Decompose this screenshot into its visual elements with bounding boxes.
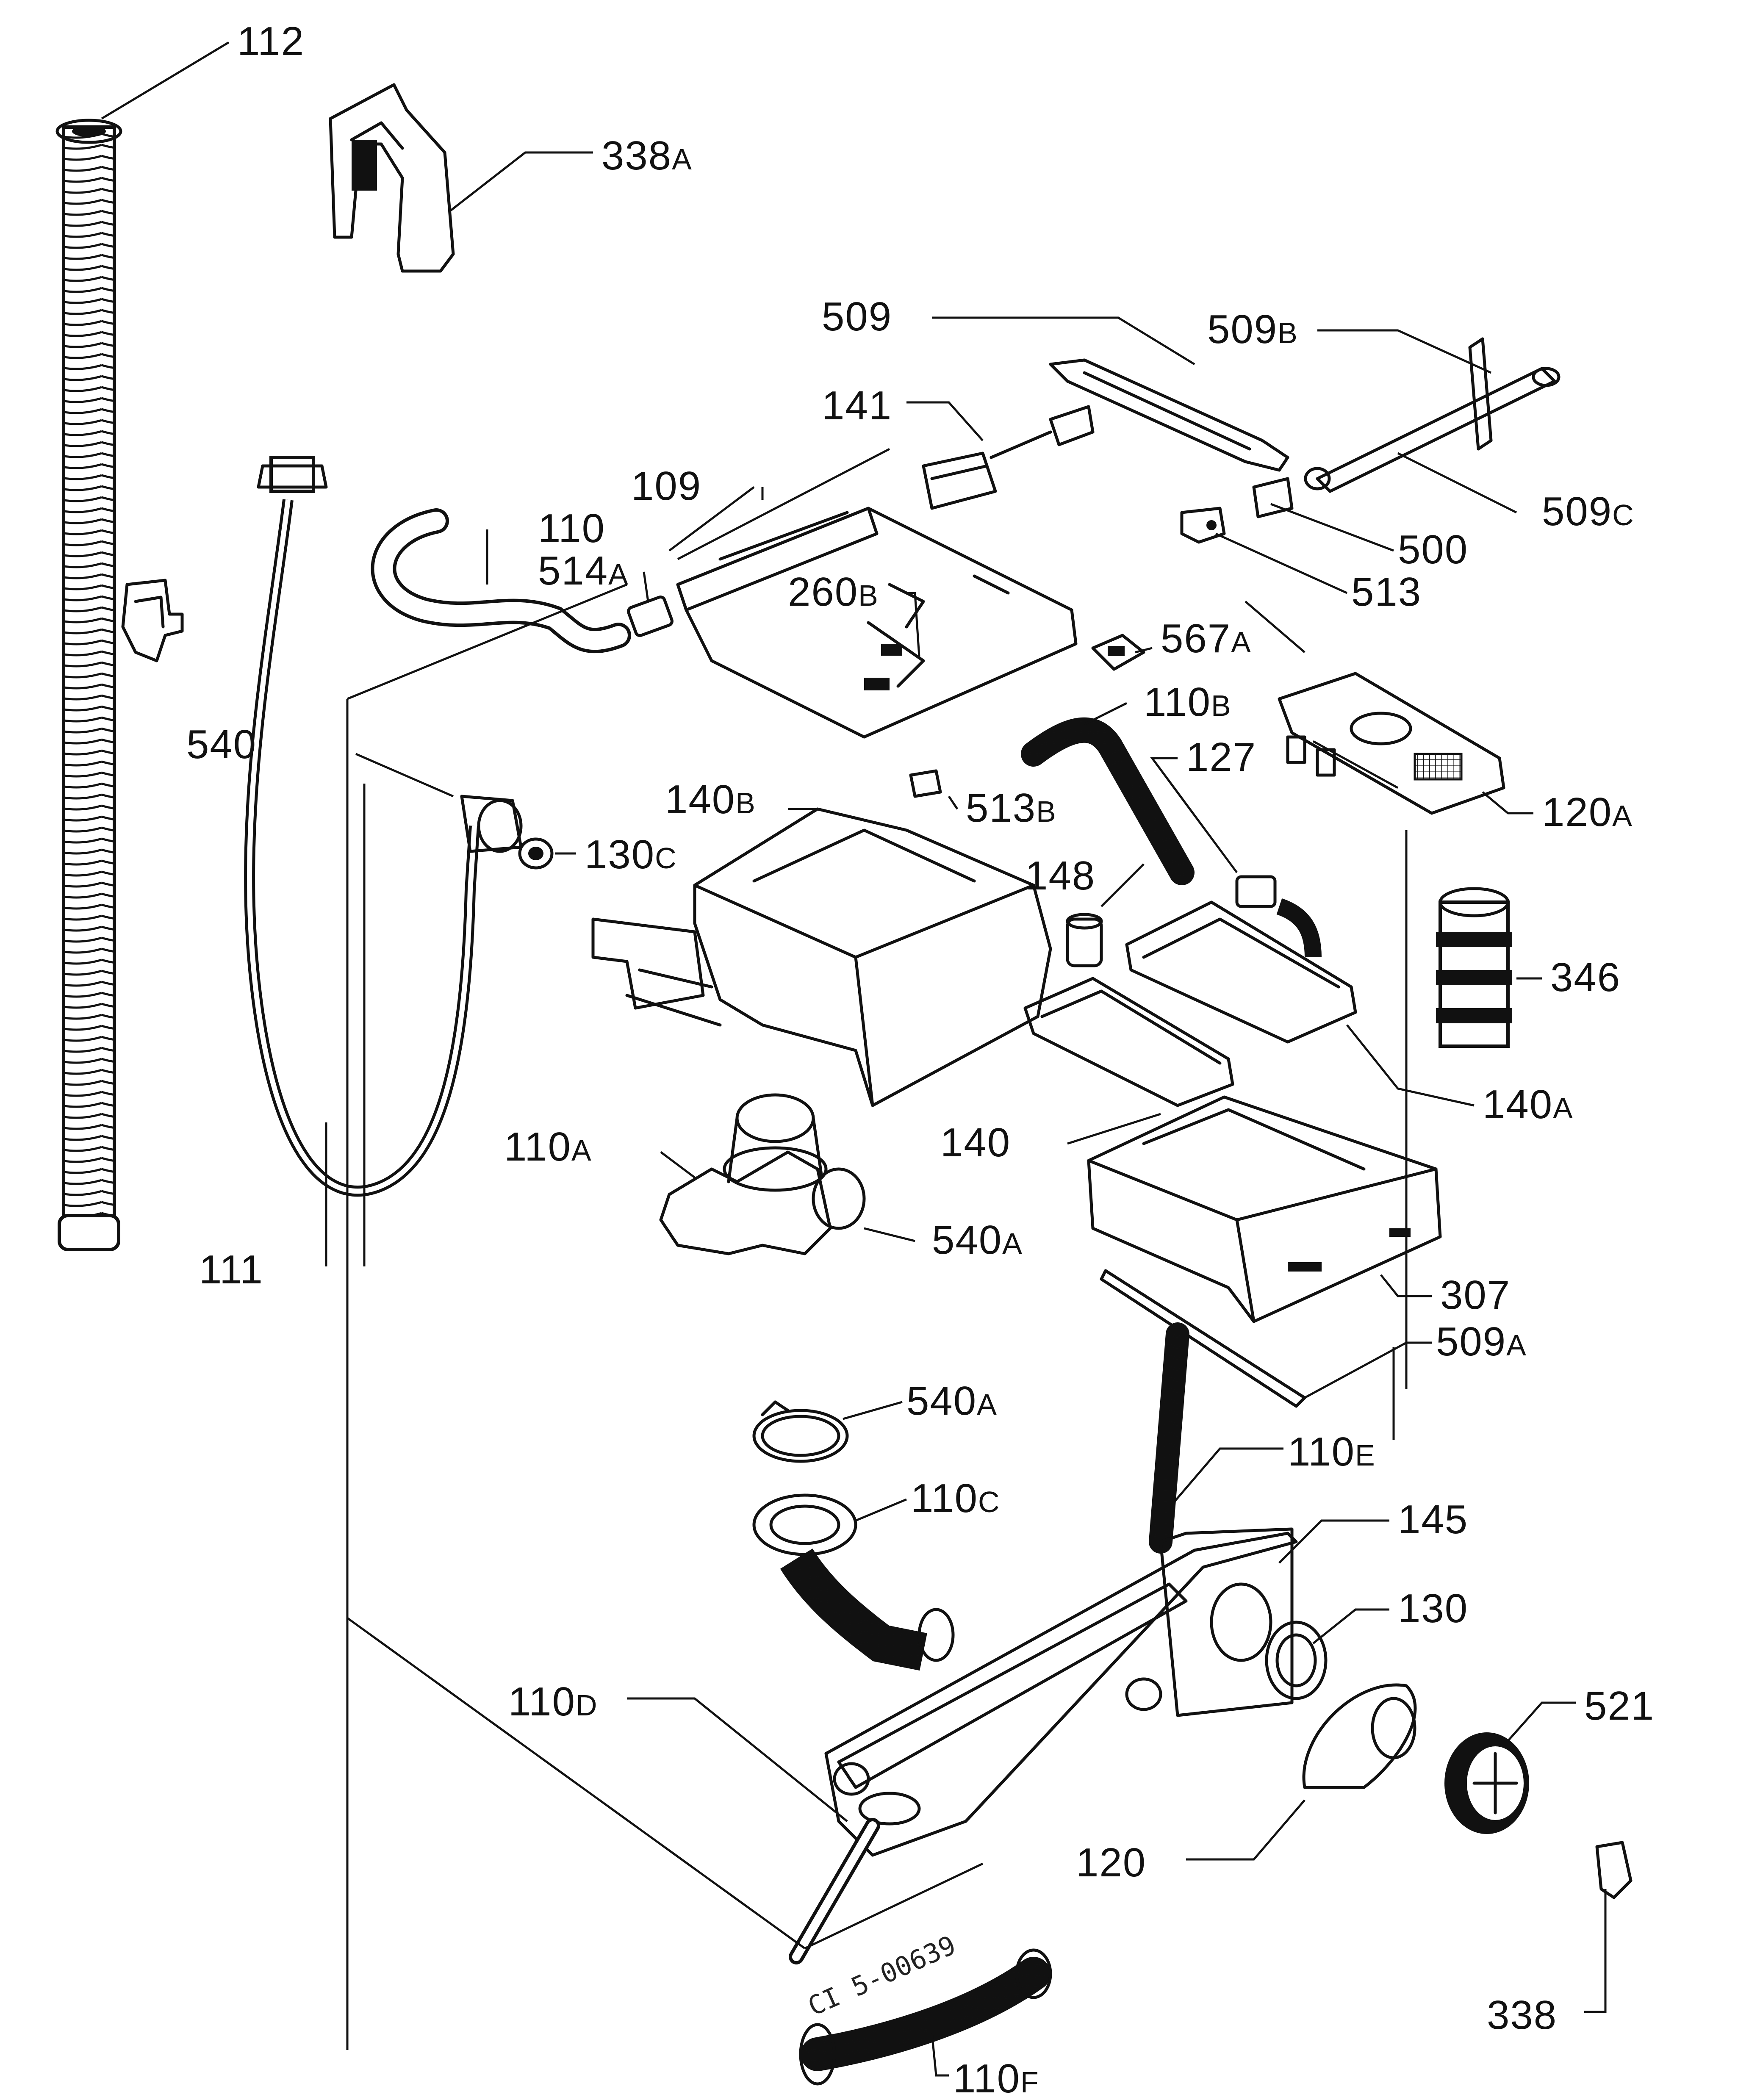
part-141-valve — [922, 405, 1095, 510]
label-307: 307 — [1440, 1272, 1511, 1318]
label-509a: 509A — [1436, 1319, 1527, 1364]
part-500-513-latch — [1180, 477, 1294, 544]
label-540a-lower: 540A — [906, 1378, 998, 1424]
label-130c: 130C — [585, 832, 677, 877]
label-110d: 110D — [508, 1679, 598, 1724]
part-130c-washer — [518, 837, 554, 870]
part-140b-dispenser-housing — [591, 807, 1052, 1107]
label-110b: 110B — [1144, 679, 1232, 725]
part-110b-hose — [1021, 717, 1195, 885]
label-110e: 110E — [1288, 1429, 1376, 1474]
label-148: 148 — [1025, 853, 1095, 898]
part-120a-dispenser-cover — [1278, 672, 1505, 815]
part-509-lever — [1049, 358, 1289, 472]
label-110: 110 — [538, 506, 605, 551]
part-109-dispenser-lid-plate — [676, 507, 1078, 739]
label-120a: 120A — [1542, 790, 1633, 835]
part-509a-rod — [1100, 1269, 1306, 1408]
label-112: 112 — [237, 19, 305, 64]
part-130-seal-ring — [1265, 1621, 1328, 1700]
part-346-bellows — [1436, 887, 1512, 1048]
label-338: 338 — [1487, 1992, 1557, 2038]
part-514a-connector — [627, 596, 674, 637]
part-110a-sump — [659, 1093, 866, 1255]
label-110c: 110C — [911, 1476, 1001, 1521]
label-140b: 140B — [665, 777, 756, 822]
label-260b: 260B — [788, 569, 879, 615]
part-110c-elbow-hose — [752, 1493, 955, 1671]
label-500: 500 — [1398, 527, 1468, 572]
part-148-cap — [1066, 913, 1103, 967]
label-140: 140 — [940, 1120, 1011, 1165]
label-514a: 514A — [538, 548, 629, 593]
label-111: 111 — [199, 1247, 263, 1292]
label-145: 145 — [1398, 1497, 1468, 1542]
part-521-filter-knob — [1444, 1732, 1529, 1834]
label-127: 127 — [1186, 734, 1256, 780]
label-130: 130 — [1398, 1586, 1468, 1631]
part-110-hose — [371, 508, 631, 654]
label-346: 346 — [1550, 955, 1621, 1000]
part-120-filter — [1302, 1683, 1417, 1789]
part-112-corrugated-hose — [55, 119, 122, 1251]
part-145-drain-trough — [824, 1527, 1298, 1857]
label-540: 540 — [186, 722, 257, 767]
part-513b-small-clip — [909, 769, 942, 798]
part-338a-hose-hook — [329, 83, 455, 273]
label-513: 513 — [1351, 569, 1422, 615]
label-338a: 338A — [601, 133, 693, 178]
label-540a-upper: 540A — [932, 1217, 1023, 1263]
part-567a-clip — [1091, 634, 1145, 671]
part-338-clip — [1595, 1841, 1633, 1899]
part-110d-hose — [789, 1818, 880, 1964]
part-540-hose-clip — [121, 579, 184, 662]
part-307-drawer — [1087, 1095, 1442, 1323]
label-509c: 509C — [1542, 489, 1635, 534]
label-513b: 513B — [966, 785, 1057, 831]
label-509b: 509B — [1207, 307, 1298, 352]
part-110f-hose — [799, 1948, 1052, 2086]
part-127-connector — [1235, 875, 1322, 958]
label-567a: 567A — [1161, 616, 1252, 661]
label-141: 141 — [822, 383, 892, 428]
label-110a: 110A — [504, 1124, 592, 1169]
label-140a: 140A — [1483, 1082, 1574, 1127]
label-109: 109 — [631, 463, 701, 509]
part-140a-drawer-insert — [1023, 900, 1357, 1107]
part-540a-clamp — [752, 1400, 849, 1463]
label-509: 509 — [822, 294, 892, 339]
part-labels: 112 338A 509 509B 141 109 110 514A 509C … — [186, 19, 1655, 2100]
label-120: 120 — [1076, 1840, 1146, 1885]
part-110e-hose — [1149, 1322, 1189, 1554]
label-521: 521 — [1584, 1683, 1655, 1729]
label-110f: 110F — [953, 2056, 1039, 2100]
leader-lines — [101, 41, 1607, 2077]
part-509b-509c-rod — [1304, 337, 1561, 493]
